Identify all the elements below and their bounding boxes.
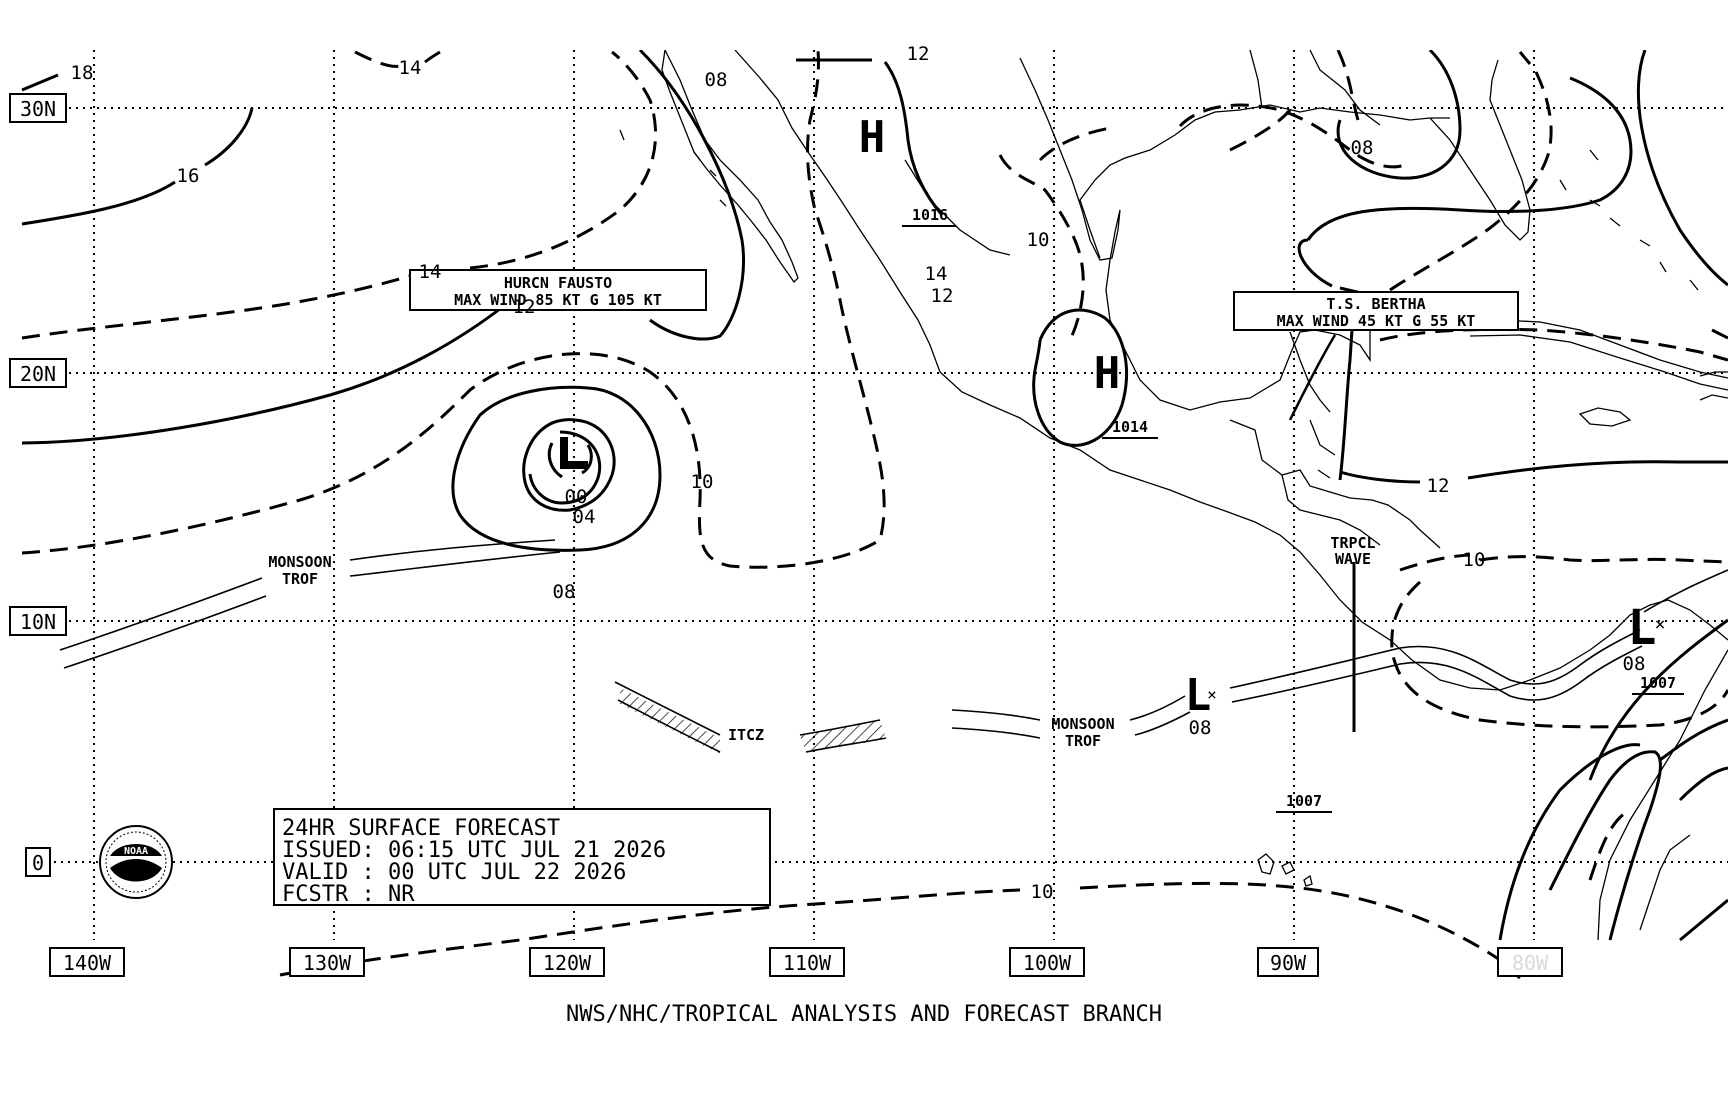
lat-label-20n: 20N: [20, 362, 56, 386]
svg-text:10: 10: [1463, 549, 1486, 571]
isobars-solid: [21, 50, 1728, 942]
itcz-label: ITCZ: [728, 726, 764, 744]
svg-text:10: 10: [1031, 881, 1054, 903]
svg-text:08: 08: [705, 69, 728, 91]
svg-text:MONSOON: MONSOON: [268, 553, 331, 571]
lat-lon-grid: [20, 50, 1728, 940]
isobars-dashed: [21, 50, 1728, 980]
high-pressure-mexico: H: [859, 112, 886, 163]
svg-text:12: 12: [1427, 475, 1450, 497]
monsoon-trough-west-label: MONSOON TROF: [268, 553, 331, 588]
tropical-wave-label: TRPCL WAVE: [1330, 534, 1375, 568]
svg-text:14: 14: [925, 263, 948, 285]
svg-text:12: 12: [513, 296, 536, 318]
lon-label-110w: 110W: [783, 951, 832, 975]
svg-text:04: 04: [573, 506, 596, 528]
lat-label-30n: 30N: [20, 97, 56, 121]
svg-text:TROF: TROF: [1065, 732, 1101, 750]
tropical-wave-axis-north: [1338, 329, 1354, 481]
svg-text:WAVE: WAVE: [1335, 550, 1371, 568]
noaa-logo-text: NOAA: [124, 846, 148, 857]
svg-text:12: 12: [931, 285, 954, 307]
footer-agency: NWS/NHC/TROPICAL ANALYSIS AND FORECAST B…: [566, 1002, 1162, 1027]
fausto-name: HURCN FAUSTO: [504, 274, 612, 292]
hurricane-symbol-icon: [547, 437, 593, 479]
pressure-1016: 1016: [912, 206, 948, 224]
svg-text:08: 08: [1189, 717, 1212, 739]
forecast-title: 24HR SURFACE FORECAST: [282, 816, 560, 841]
svg-text:14: 14: [399, 57, 422, 79]
forecast-info-box: 24HR SURFACE FORECAST ISSUED: 06:15 UTC …: [273, 808, 771, 907]
svg-text:00: 00: [565, 486, 588, 508]
svg-text:08: 08: [1351, 137, 1374, 159]
lon-label-90w: 90W: [1270, 951, 1307, 975]
lon-label-100w: 100W: [1023, 951, 1072, 975]
high-gulf-pressure: 1014: [1112, 418, 1148, 436]
monsoon-trough-east-label: MONSOON TROF: [1051, 715, 1114, 750]
longitude-labels: 140W 130W 120W 110W 100W 90W 80W: [49, 947, 1563, 977]
bertha-wind: MAX WIND 45 KT G 55 KT: [1277, 312, 1476, 330]
low-pressure-pacific: L: [1185, 670, 1212, 721]
lon-label-140w: 140W: [63, 951, 112, 975]
low-x-marker-caribbean: ×: [1655, 614, 1666, 635]
forecast-forecaster: FCSTR : NR: [282, 882, 415, 907]
low-caribbean-pressure: 1007: [1640, 674, 1676, 692]
forecast-valid: VALID : 00 UTC JUL 22 2026: [282, 860, 626, 885]
isobar-value-labels: 18 14 16 08 12 14 12 14 12 10 08 10 00 0…: [71, 43, 1646, 973]
svg-text:08: 08: [553, 581, 576, 603]
lon-label-80w: 80W: [1512, 951, 1549, 975]
low-pressure-caribbean: L: [1628, 600, 1657, 656]
lon-label-130w: 130W: [303, 951, 352, 975]
lon-label-120w: 120W: [543, 951, 592, 975]
svg-text:12: 12: [907, 43, 930, 65]
low-x-marker-pacific: ×: [1207, 685, 1217, 704]
svg-text:MONSOON: MONSOON: [1051, 715, 1114, 733]
svg-text:10: 10: [1027, 229, 1050, 251]
svg-text:16: 16: [177, 165, 200, 187]
svg-text:TROF: TROF: [282, 570, 318, 588]
high-pressure-gulf: H: [1094, 348, 1121, 399]
fausto-wind: MAX WIND 85 KT G 105 KT: [454, 291, 662, 309]
svg-text:TRPCL: TRPCL: [1330, 534, 1375, 552]
latitude-labels: 30N 20N 10N 0: [9, 93, 67, 877]
forecast-issued: ISSUED: 06:15 UTC JUL 21 2026: [282, 838, 666, 863]
svg-text:08: 08: [1623, 653, 1646, 675]
noaa-logo-icon: NOAA: [99, 825, 173, 899]
bertha-name: T.S. BERTHA: [1326, 295, 1425, 313]
svg-text:10: 10: [691, 471, 714, 493]
svg-text:14: 14: [419, 261, 442, 283]
coastlines: [619, 50, 1728, 941]
svg-text:18: 18: [71, 62, 94, 84]
lat-label-0: 0: [32, 851, 44, 875]
fausto-label-box: HURCN FAUSTO MAX WIND 85 KT G 105 KT: [409, 269, 707, 311]
itcz-hatch: [620, 688, 886, 754]
bertha-label-box: T.S. BERTHA MAX WIND 45 KT G 55 KT: [1233, 291, 1519, 331]
lat-label-10n: 10N: [20, 610, 56, 634]
pressure-1007-south: 1007: [1286, 792, 1322, 810]
